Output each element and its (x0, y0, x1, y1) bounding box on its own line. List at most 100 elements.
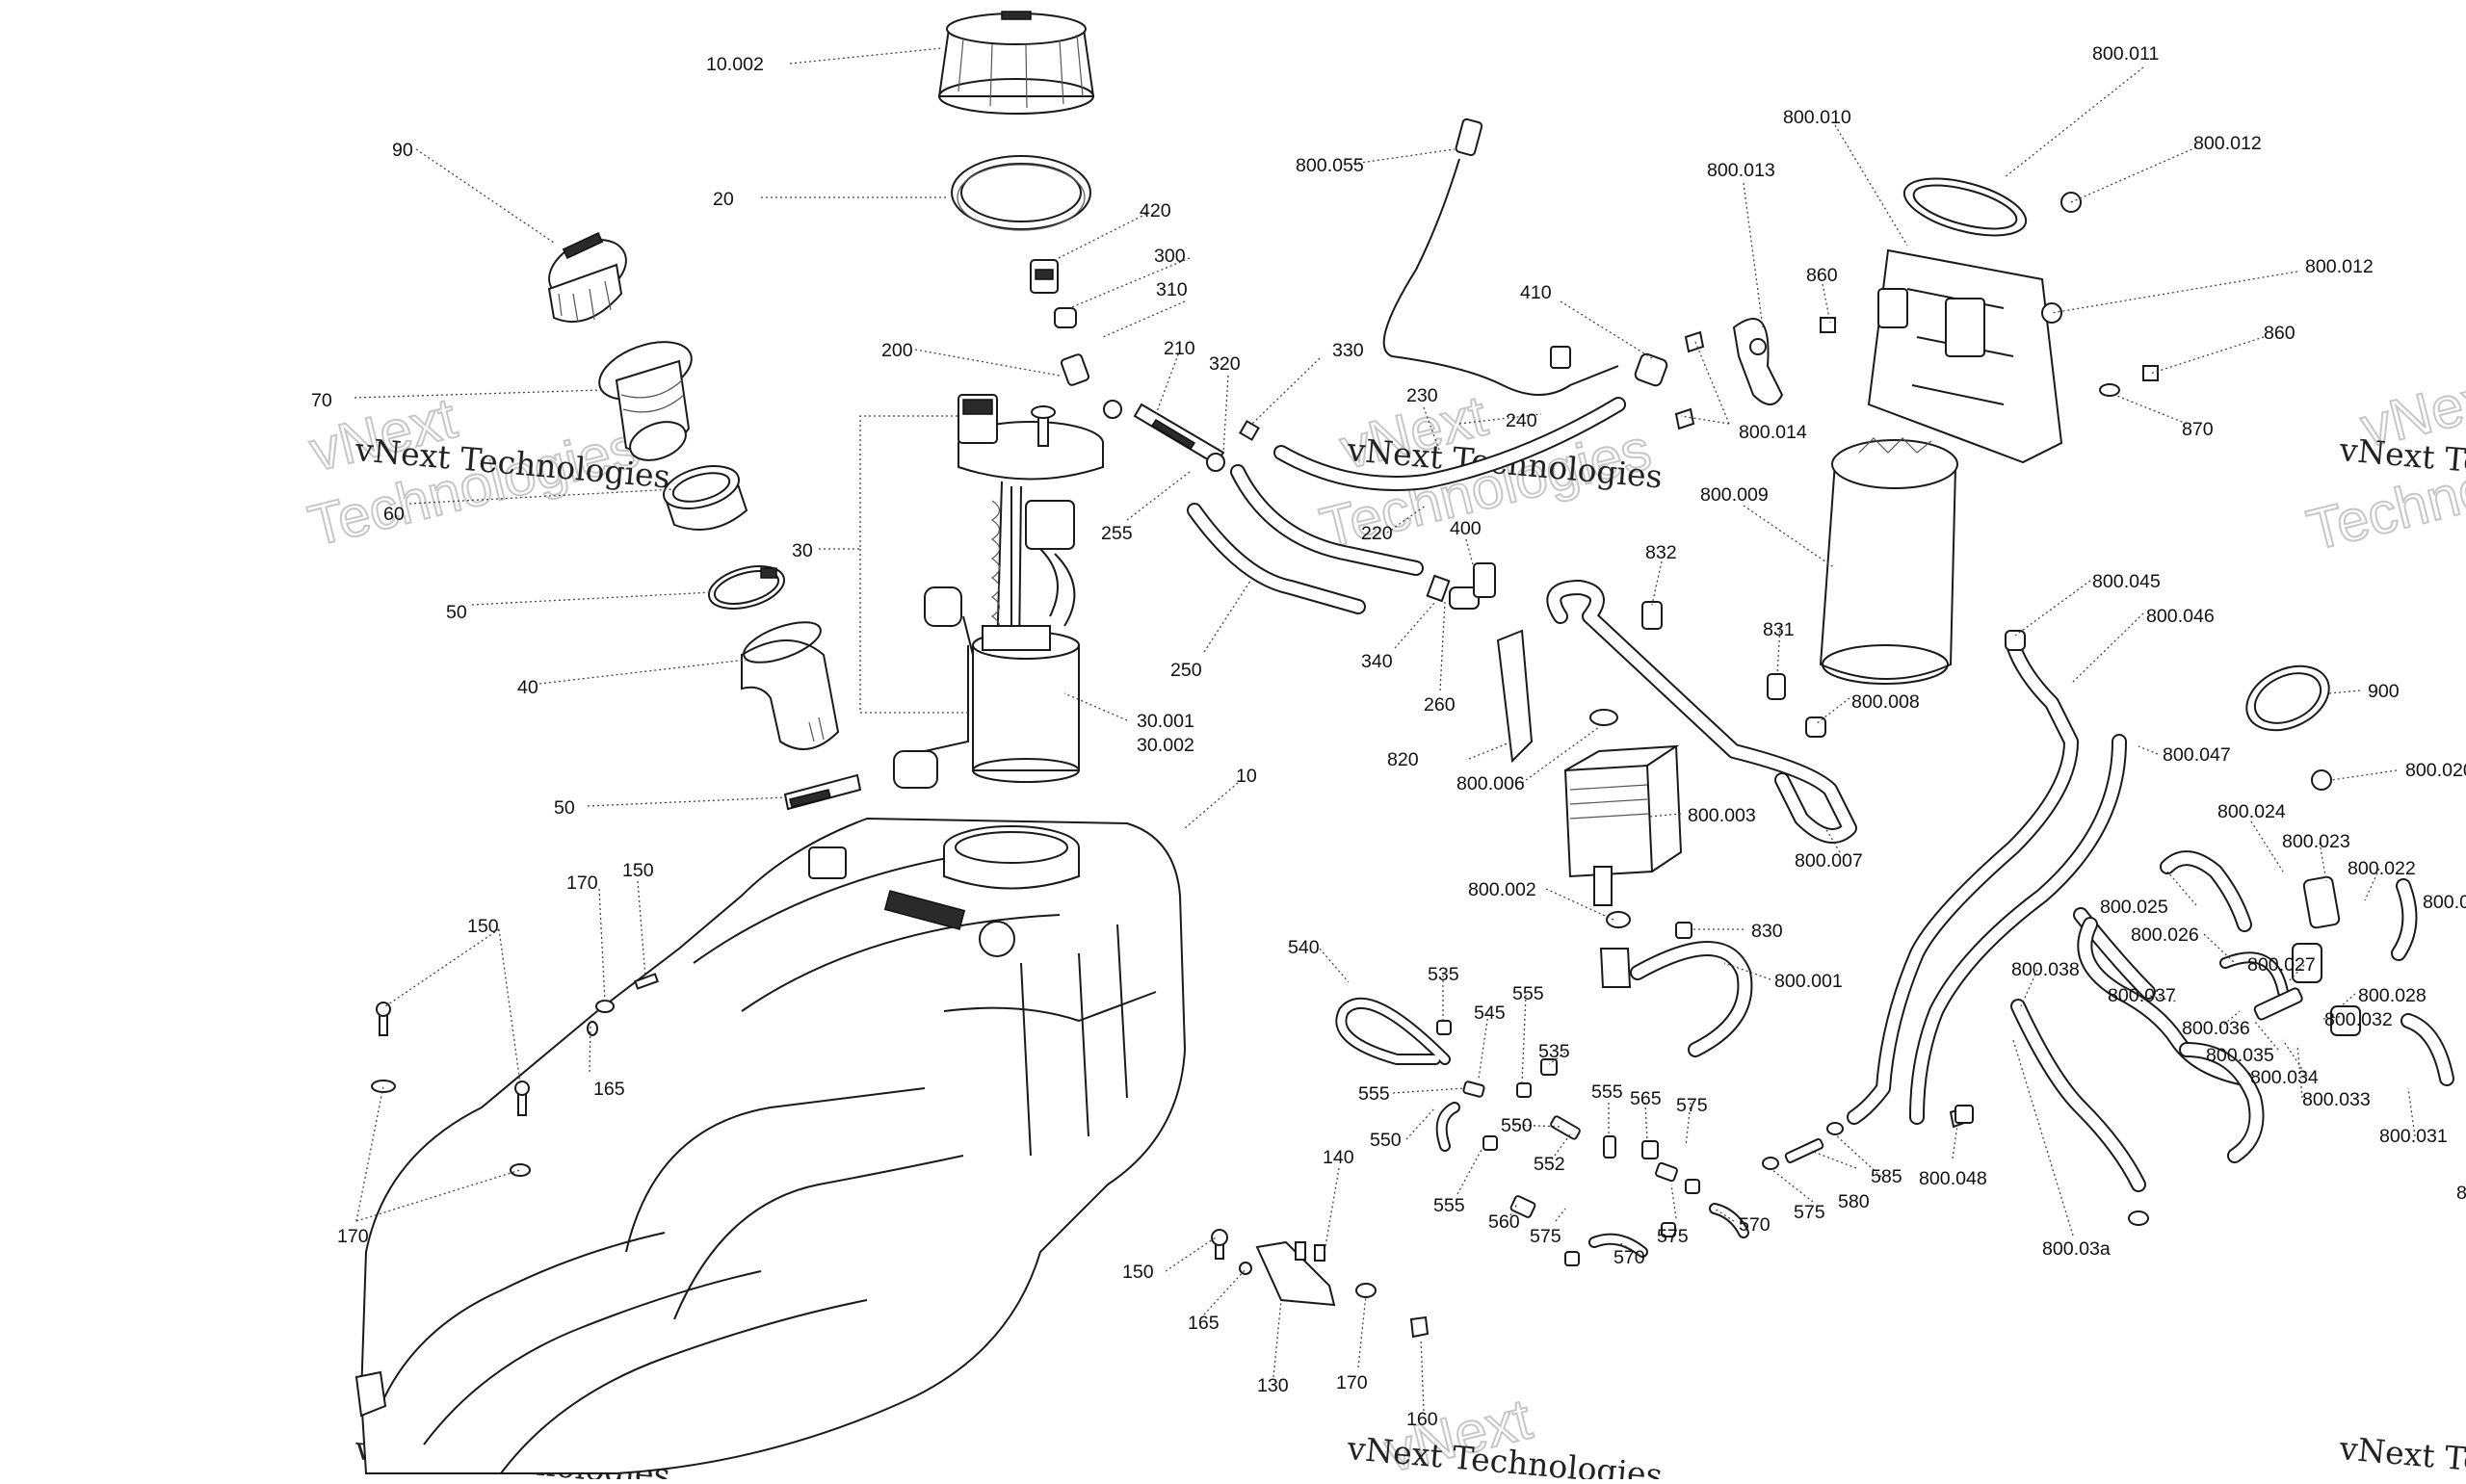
callout-label: 575 (1676, 1095, 1708, 1116)
callout-label: 255 (1101, 523, 1133, 544)
callout-label: 800.020 (2405, 760, 2466, 781)
callout-label: 30.001 (1137, 711, 1194, 732)
callout-label: 800.022 (2348, 858, 2416, 879)
callout-label: 800.031 (2379, 1126, 2448, 1147)
callout-label: 800.03a (2042, 1238, 2111, 1260)
part-hose-255 (1230, 464, 1424, 576)
part-hose-250 (1187, 503, 1366, 614)
callout-label: 400 (1450, 518, 1482, 539)
callout-label: 800.012 (2305, 256, 2374, 277)
part-hose-230 (1273, 397, 1626, 491)
callout-label: 60 (383, 504, 405, 525)
callout-label: 170 (337, 1226, 369, 1247)
callout-label: 150 (622, 860, 654, 881)
part-hose-800046 (1847, 630, 2127, 1125)
callout-label: 410 (1520, 282, 1552, 303)
callout-label: 310 (1156, 279, 1188, 300)
watermark-script: vNext Technologies (2337, 1429, 2466, 1479)
callout-label: 260 (1424, 694, 1456, 716)
callout-label: 550 (1501, 1115, 1533, 1136)
part-fuel-pump-module (893, 394, 1104, 789)
callout-label: 535 (1428, 964, 1459, 985)
part-filter-box (1563, 709, 1683, 906)
callout-label: 800.0 (2423, 892, 2466, 913)
part-hose-800038 (1949, 999, 2149, 1226)
part-small-connectors-lower (1436, 1020, 1974, 1266)
part-sensor-harness (1382, 117, 1668, 396)
callout-label: 50 (446, 602, 467, 623)
part-small-fittings-center (1030, 259, 1260, 472)
callout-label: 585 (1871, 1166, 1902, 1187)
part-left-bolts (371, 973, 659, 1177)
callout-label: 800.038 (2011, 959, 2080, 980)
callout-label: 800.003 (1688, 805, 1756, 826)
part-locking-ring (937, 11, 1095, 115)
callout-label: 800.036 (2182, 1018, 2250, 1039)
callout-label: 570 (1739, 1214, 1771, 1236)
part-fuel-cap (547, 232, 627, 324)
callout-label: 800.045 (2092, 571, 2161, 592)
callout-label: 860 (1806, 265, 1838, 286)
part-hose-800007 (1496, 580, 1857, 844)
part-filler-neck (598, 341, 693, 461)
callout-label: 800.055 (1296, 155, 1364, 176)
leader-lines (354, 47, 2416, 1412)
callout-label: 830 (1751, 921, 1783, 942)
callout-label: 800.024 (2217, 801, 2286, 822)
callout-label: 550 (1370, 1130, 1402, 1151)
callout-label: 800.028 (2358, 985, 2427, 1006)
callout-label: 860 (2264, 323, 2295, 344)
callout-label: 40 (517, 677, 538, 698)
part-fuel-tank (354, 817, 1187, 1474)
callout-label: 575 (1794, 1202, 1825, 1223)
part-lower-hoses (1335, 997, 1749, 1258)
callout-label: 800.007 (1795, 850, 1863, 872)
callout-label: 140 (1323, 1147, 1354, 1168)
callout-label: 560 (1488, 1211, 1520, 1233)
callout-label: 340 (1361, 651, 1393, 672)
callout-label: 800.001 (1774, 971, 1843, 992)
callout-label: 70 (311, 390, 332, 411)
callout-label: 580 (1838, 1191, 1870, 1212)
callout-label: 90 (392, 140, 413, 161)
callout-label: 800.0 (2456, 1183, 2466, 1204)
callout-label: 800.026 (2131, 924, 2199, 946)
callout-label: 570 (1613, 1247, 1645, 1268)
callout-label: 800.048 (1919, 1168, 1987, 1189)
part-canister-assembly (1820, 177, 2159, 464)
callout-labels: 10.002 20 90 70 60 50 40 50 30 30.001 30… (311, 43, 2466, 1430)
callout-label: 210 (1164, 338, 1195, 359)
callout-label: 800.002 (1468, 879, 1536, 900)
callout-label: 565 (1630, 1088, 1662, 1109)
callout-label: 540 (1288, 937, 1320, 958)
callout-label: 555 (1591, 1081, 1623, 1103)
part-seal-ring (951, 155, 1091, 231)
callout-label: 832 (1645, 542, 1677, 563)
callout-label: 800.009 (1700, 484, 1769, 506)
part-canister-800009 (1819, 437, 1958, 685)
callout-label: 555 (1358, 1083, 1390, 1105)
callout-label: 800.032 (2324, 1009, 2393, 1030)
part-elbow-hose (741, 621, 840, 750)
callout-label: 800.025 (2100, 897, 2168, 918)
callout-label: 420 (1140, 200, 1171, 221)
callout-label: 160 (1406, 1409, 1438, 1430)
callout-label: 230 (1406, 385, 1438, 406)
callout-label: 820 (1387, 749, 1419, 770)
part-hose-800001 (1599, 911, 1753, 1057)
callout-label: 10.002 (706, 54, 764, 75)
callout-label: 240 (1506, 410, 1537, 431)
callout-label: 200 (881, 340, 913, 361)
callout-label: 30.002 (1137, 735, 1194, 756)
callout-label: 320 (1209, 353, 1241, 375)
callout-label: 555 (1433, 1195, 1465, 1216)
callout-label: 800.014 (1739, 422, 1807, 443)
callout-label: 250 (1170, 660, 1202, 681)
callout-label: 800.006 (1456, 773, 1525, 794)
callout-label: 800.037 (2108, 985, 2176, 1006)
callout-label: 800.023 (2282, 831, 2350, 852)
part-bracket-800013 (1674, 318, 1784, 430)
part-fittings-340-400 (1426, 562, 1496, 610)
